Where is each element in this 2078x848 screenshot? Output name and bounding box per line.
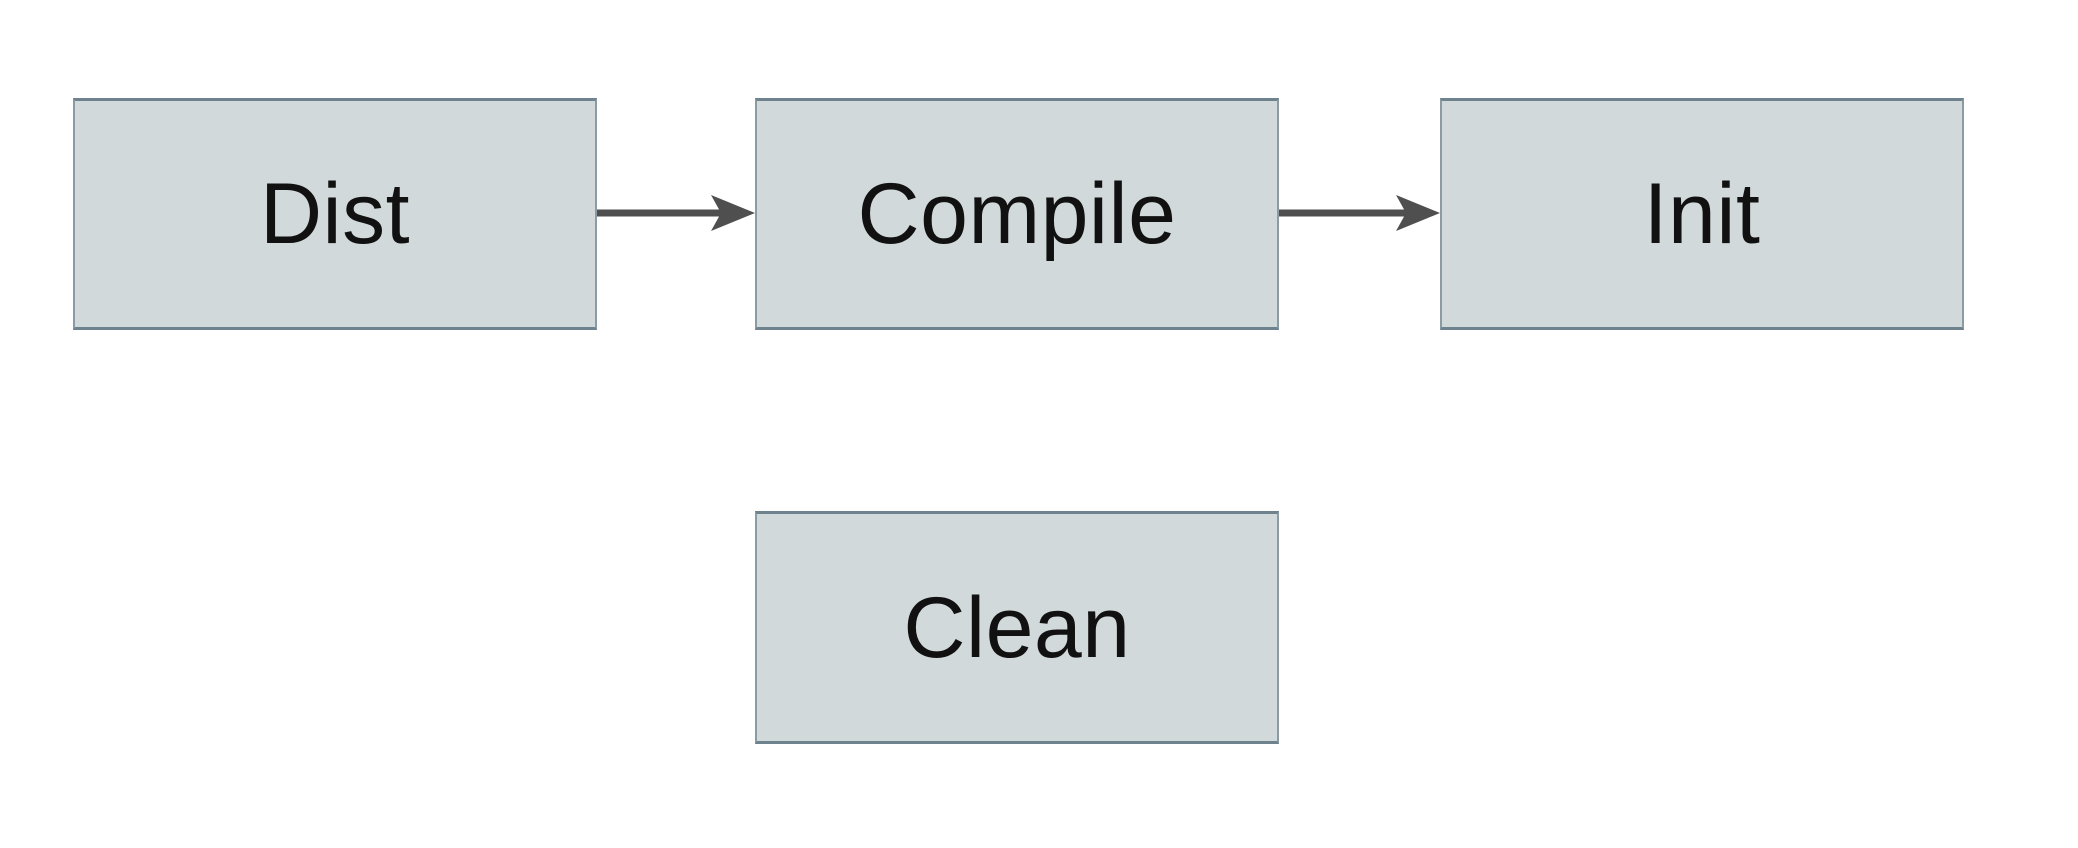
arrow-dist-to-compile-icon <box>597 195 755 231</box>
node-clean[interactable]: Clean <box>755 511 1279 744</box>
node-clean-label: Clean <box>903 579 1131 676</box>
node-dist-label: Dist <box>259 166 411 262</box>
node-dist[interactable]: Dist <box>73 98 597 330</box>
node-compile[interactable]: Compile <box>755 98 1279 330</box>
arrow-compile-to-init-icon <box>1279 195 1440 231</box>
node-init-label: Init <box>1643 166 1761 262</box>
node-init[interactable]: Init <box>1440 98 1964 330</box>
node-compile-label: Compile <box>857 166 1177 262</box>
